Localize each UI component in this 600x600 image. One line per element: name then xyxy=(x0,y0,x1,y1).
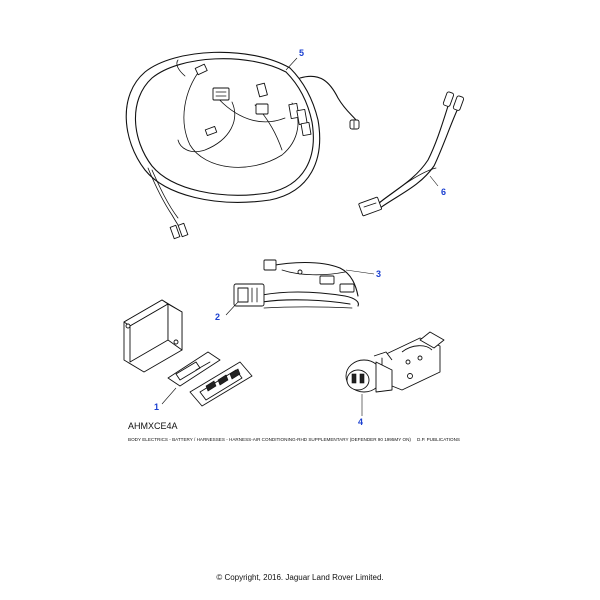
callout-1[interactable]: 1 xyxy=(154,402,159,412)
harness-jumper-6[interactable] xyxy=(358,91,465,217)
callout-5[interactable]: 5 xyxy=(299,48,304,58)
resistor-assembly-1[interactable] xyxy=(123,299,253,407)
publisher-label: D.P. PUBLICATIONS xyxy=(417,437,460,442)
callout-4[interactable]: 4 xyxy=(358,417,363,427)
copyright-notice: © Copyright, 2016. Jaguar Land Rover Lim… xyxy=(216,573,384,582)
harness-main-5[interactable] xyxy=(125,51,360,240)
figure-ref: AHMXCE4A xyxy=(128,421,178,431)
lead-link-3[interactable] xyxy=(263,259,359,297)
relay-assembly-4[interactable] xyxy=(345,331,445,393)
harness-resistor-2[interactable] xyxy=(233,283,359,309)
diagram-caption: BODY ELECTRICS - BATTERY / HARNESSES - H… xyxy=(128,437,411,442)
callout-3[interactable]: 3 xyxy=(376,269,381,279)
callout-2[interactable]: 2 xyxy=(215,312,220,322)
callout-6[interactable]: 6 xyxy=(441,187,446,197)
